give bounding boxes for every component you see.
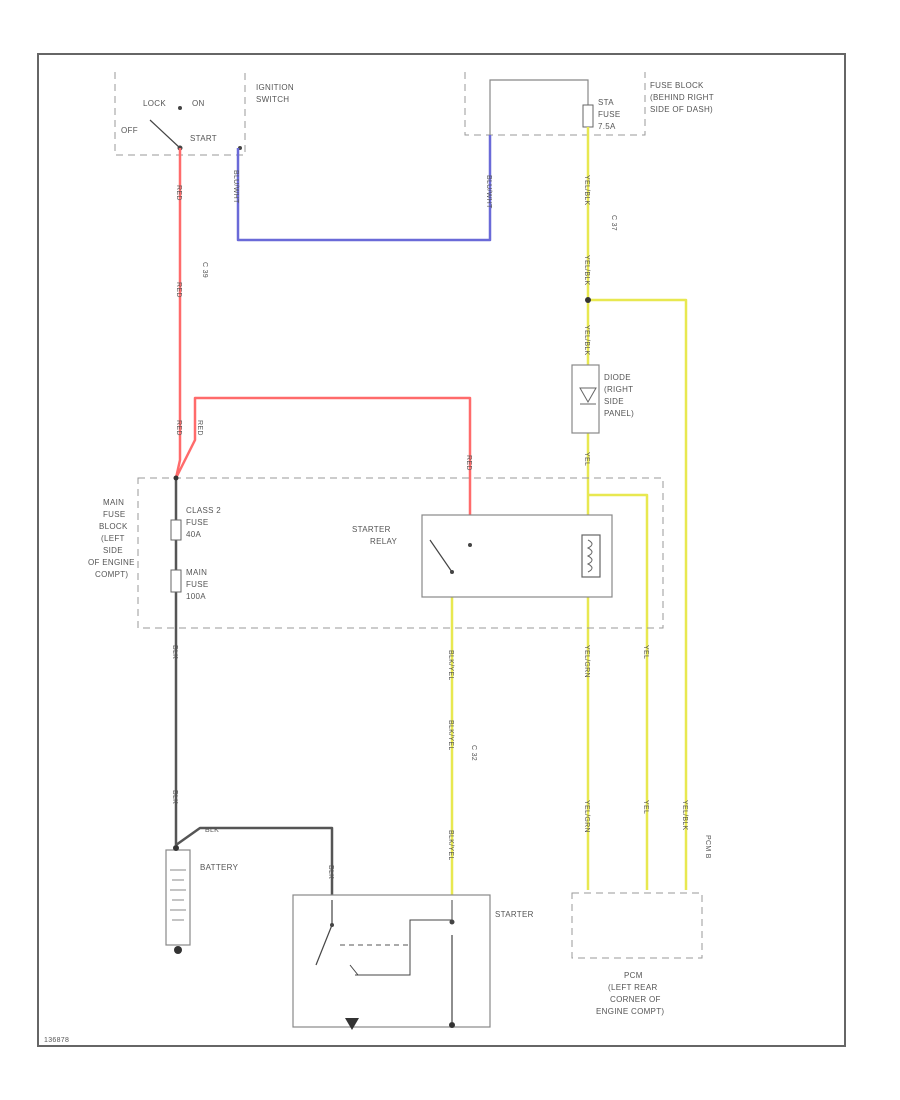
- ign-label-1: IGNITION: [256, 83, 294, 92]
- mfb-label-5: SIDE: [103, 546, 123, 555]
- wire-label: BLK: [205, 827, 219, 834]
- diode: DIODE (RIGHT SIDE PANEL): [571, 364, 634, 434]
- mfb-label-7: COMPT): [95, 570, 128, 579]
- diode-label-2: (RIGHT: [604, 385, 633, 394]
- wire-label: BLK/YEL: [447, 830, 454, 861]
- relay-label-1: STARTER: [352, 525, 391, 534]
- pcm-label-4: ENGINE COMPT): [596, 1007, 664, 1016]
- class2-fuse-2: FUSE: [186, 518, 209, 527]
- wire-yellow-pcm-feed: [588, 298, 688, 890]
- pcm-label-2: (LEFT REAR: [608, 983, 658, 992]
- battery-label: BATTERY: [200, 863, 239, 872]
- wire-label: YEL/BLK: [583, 175, 590, 206]
- sta-fuse-3: 7.5A: [598, 122, 616, 131]
- sta-fuse-1: STA: [598, 98, 614, 107]
- ign-pos-on: ON: [192, 99, 205, 108]
- battery: BATTERY: [165, 845, 239, 954]
- connector-c37: C 37: [610, 215, 617, 231]
- class2-fuse-3: 40A: [186, 530, 201, 539]
- wire-label: YEL: [642, 800, 649, 814]
- wire-label: RED: [175, 185, 182, 201]
- wire-label: YEL: [642, 645, 649, 659]
- main-fuse-3: 100A: [186, 592, 206, 601]
- main-fuse-2: FUSE: [186, 580, 209, 589]
- pcm-label-1: PCM: [624, 971, 643, 980]
- wire-label: BLU/WHT: [485, 175, 492, 209]
- diode-label-4: PANEL): [604, 409, 634, 418]
- starter: STARTER: [292, 894, 534, 1030]
- main-fuse-block: MAIN FUSE BLOCK (LEFT SIDE OF ENGINE COM…: [88, 477, 664, 629]
- wire-label: BLK: [171, 645, 178, 659]
- ign-pos-off: OFF: [121, 126, 138, 135]
- wire-label: YEL: [583, 452, 590, 466]
- wire-label: BLK/YEL: [447, 720, 454, 751]
- ign-pos-start: START: [190, 134, 217, 143]
- wire-red-relay: [174, 396, 472, 545]
- mfb-label-3: BLOCK: [99, 522, 128, 531]
- main-fuse-1: MAIN: [186, 568, 207, 577]
- diode-label-1: DIODE: [604, 373, 631, 382]
- connector-labels: C 39 C 37 C 32 PCM B: [201, 215, 711, 859]
- diagram-frame: [37, 53, 846, 1047]
- connector-c39: C 39: [201, 262, 208, 278]
- diode-label-3: SIDE: [604, 397, 624, 406]
- wire-label: RED: [175, 420, 182, 436]
- wire-label: RED: [175, 282, 182, 298]
- connector-pcm-b: PCM B: [704, 835, 711, 859]
- mfb-label-6: OF ENGINE: [88, 558, 135, 567]
- wire-label: RED: [196, 420, 203, 436]
- wire-label: BLK: [171, 790, 178, 804]
- footer-code: 136878: [44, 1037, 69, 1044]
- sta-fuse-2: FUSE: [598, 110, 621, 119]
- wire-yellow-pcm-2: [588, 493, 649, 890]
- wire-label: BLK: [327, 865, 334, 879]
- fuse-block-label-1: FUSE BLOCK: [650, 81, 704, 90]
- starter-relay: STARTER RELAY: [352, 514, 613, 598]
- pcm-label-3: CORNER OF: [610, 995, 661, 1004]
- fuse-block-label-2: (BEHIND RIGHT: [650, 93, 714, 102]
- wire-label: BLU/WHT: [232, 170, 239, 204]
- class2-fuse-1: CLASS 2: [186, 506, 221, 515]
- wire-label: YEL/BLK: [583, 325, 590, 356]
- fuse-block-label-3: SIDE OF DASH): [650, 105, 713, 114]
- wire-label: YEL/GRN: [583, 800, 590, 833]
- wire-label: YEL/GRN: [583, 645, 590, 678]
- mfb-label-4: (LEFT: [101, 534, 125, 543]
- wire-gray-battery-starter: [175, 826, 334, 900]
- starter-label: STARTER: [495, 910, 534, 919]
- connector-c32: C 32: [470, 745, 477, 761]
- wire-red-ign-start: [174, 148, 182, 479]
- relay-label-2: RELAY: [370, 537, 398, 546]
- wire-label: RED: [465, 455, 472, 471]
- wire-label: BLK/YEL: [447, 650, 454, 681]
- fuse-block: FUSE BLOCK (BEHIND RIGHT SIDE OF DASH) S…: [464, 72, 714, 136]
- mfb-label-1: MAIN: [103, 498, 124, 507]
- pcm: PCM (LEFT REAR CORNER OF ENGINE COMPT): [571, 892, 703, 1016]
- wire-label: YEL/BLK: [583, 255, 590, 286]
- ignition-switch: LOCK ON OFF START IGNITION SWITCH: [114, 72, 294, 156]
- ign-label-2: SWITCH: [256, 95, 289, 104]
- ign-pos-lock: LOCK: [143, 99, 166, 108]
- wire-label: YEL/BLK: [681, 800, 688, 831]
- mfb-label-2: FUSE: [103, 510, 126, 519]
- wire-labels: RED RED RED RED BLU/WHT BLU/WHT YEL/BLK …: [171, 170, 688, 879]
- wire-blue: [236, 135, 492, 242]
